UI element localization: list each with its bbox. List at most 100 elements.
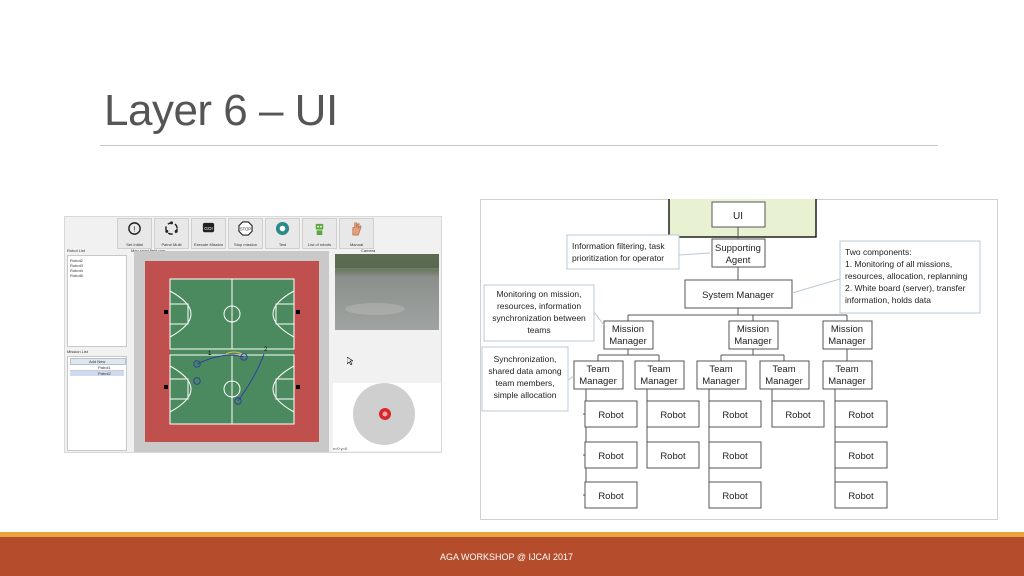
callout-text: prioritization for operator: [572, 253, 664, 263]
team-manager-label: Team: [709, 364, 732, 375]
mission-item: Patrol1: [98, 365, 111, 370]
robot-marker[interactable]: [234, 397, 242, 405]
team-manager-3: Team Manager: [696, 360, 747, 390]
mission-list[interactable]: Add New Patrol1 Patrol2: [67, 356, 127, 451]
add-new-label: Add New: [89, 359, 106, 364]
callout-text: Information filtering, task: [572, 241, 665, 251]
callout-text: Monitoring on mission,: [496, 289, 581, 299]
callout-text: Synchronization,: [494, 354, 557, 364]
toolbar-button-stop-mission[interactable]: STOP Stop mission: [228, 218, 263, 249]
court-marker-1: 1: [208, 351, 212, 357]
robot-list-item[interactable]: Robot2: [70, 258, 83, 263]
robot-box: Robot: [584, 400, 638, 428]
ui-screenshot: ! Set Initial Patrol Multi GO! Execute M…: [64, 216, 442, 453]
status-readout: x=0 y=0: [333, 446, 348, 451]
callout-filtering: Information filtering, task prioritizati…: [566, 234, 680, 270]
add-new-button[interactable]: Add New: [70, 358, 126, 365]
toolbar-button-set-initial[interactable]: ! Set Initial: [117, 218, 152, 249]
toolbar-button-manual[interactable]: Manual: [339, 218, 374, 249]
robot-box: Robot: [834, 441, 888, 469]
callout-text: resources, information: [497, 301, 581, 311]
title-divider: [100, 145, 938, 146]
callout-text: shared data among: [488, 366, 562, 376]
toolbar-label: Stop mission: [234, 242, 257, 247]
court-marker-2: 2: [264, 347, 268, 353]
team-manager-label: Manager: [702, 376, 740, 387]
toolbar-label: Patrol Multi: [161, 242, 182, 247]
supporting-agent-box: [711, 238, 766, 268]
mission-manager-label: Manager: [828, 336, 866, 347]
toolbar-label: List of robots: [308, 242, 331, 247]
robot-marker[interactable]: [240, 353, 248, 361]
callout-arrows: [567, 252, 841, 381]
footer-text: AGA WORKSHOP @ IJCAI 2017: [440, 552, 574, 562]
toolbar: ! Set Initial Patrol Multi GO! Execute M…: [117, 218, 374, 249]
goal-marker: [164, 385, 168, 389]
callout-text: information, holds data: [845, 295, 931, 305]
goal-marker: [296, 385, 300, 389]
joystick[interactable]: [351, 381, 417, 447]
robot-box: Robot: [771, 400, 825, 428]
court-lines: [169, 278, 295, 425]
mission-manager-label: Mission: [737, 324, 769, 335]
svg-text:!: !: [133, 224, 135, 233]
robot-label: Robot: [848, 491, 874, 502]
robot-label: Robot: [722, 491, 748, 502]
footer-accent-bar: [0, 532, 1024, 537]
robot-box: Robot: [646, 441, 700, 469]
robot-list-item[interactable]: Robot3: [70, 263, 83, 268]
ui-box-label: UI: [733, 211, 743, 222]
team-manager-label: Manager: [640, 376, 678, 387]
team-manager-1: Team Manager: [573, 360, 624, 390]
toolbar-button-execute-mission[interactable]: GO! Execute Mission: [191, 218, 226, 249]
system-manager-box: [684, 279, 793, 309]
robot-box: Robot: [584, 441, 638, 469]
map-label: Map sport field png: [131, 248, 166, 253]
field-map[interactable]: 1 2: [134, 251, 329, 452]
mission-item: Patrol2: [98, 371, 111, 376]
mission-manager-1: Mission Manager: [603, 320, 654, 350]
mission-manager-label: Manager: [609, 336, 647, 347]
robot-label: Robot: [785, 410, 811, 421]
team-manager-label: Manager: [579, 376, 617, 387]
robot-box: Robot: [708, 441, 762, 469]
team-manager-label: Team: [772, 364, 795, 375]
toolbar-button-test[interactable]: Test: [265, 218, 300, 249]
robot-list[interactable]: Robot2 Robot3 Robot4 Robot5: [67, 255, 127, 347]
mission-manager-2: Mission Manager: [728, 320, 779, 350]
robot-label: Robot: [598, 491, 624, 502]
toolbar-button-patrol-multi[interactable]: Patrol Multi: [154, 218, 189, 249]
robot-marker[interactable]: [193, 360, 201, 368]
cursor-icon: [347, 357, 353, 365]
architecture-diagram: UI Supporting Agen: [480, 199, 998, 520]
team-manager-label: Team: [835, 364, 858, 375]
supporting-agent-label: Supporting: [715, 243, 761, 254]
table-row[interactable]: Patrol1: [70, 365, 124, 371]
callout-text: 1. Monitoring of all missions,: [845, 259, 952, 269]
ui-box: [711, 201, 766, 228]
callout-text: 2. White board (server), transfer: [845, 283, 966, 293]
robot-label: Robot: [848, 410, 874, 421]
table-row[interactable]: Patrol2: [70, 371, 124, 376]
go-icon: GO!: [202, 222, 215, 233]
robot-box: Robot: [708, 481, 762, 509]
callout-text: teams: [527, 325, 550, 335]
toolbar-button-list-of-robots[interactable]: List of robots: [302, 218, 337, 249]
mission-manager-label: Manager: [734, 336, 772, 347]
team-manager-4: Team Manager: [759, 360, 810, 390]
system-manager-label: System Manager: [702, 290, 774, 301]
robot-marker[interactable]: [193, 377, 201, 385]
team-manager-5: Team Manager: [822, 360, 873, 390]
callout-two-components: Two components: 1. Monitoring of all mis…: [839, 240, 981, 314]
toolbar-label: Set Initial: [126, 242, 143, 247]
robot-box: Robot: [646, 400, 700, 428]
camera-label: Camera: [361, 248, 376, 253]
callout-monitoring: Monitoring on mission, resources, inform…: [483, 284, 595, 342]
robot-list-item[interactable]: Robot5: [70, 273, 83, 278]
robot-label: Robot: [848, 451, 874, 462]
robot-box: Robot: [834, 481, 888, 509]
team-manager-label: Manager: [765, 376, 803, 387]
hand-icon: [352, 222, 362, 236]
camera-feed: [335, 254, 439, 330]
robot-list-item[interactable]: Robot4: [70, 268, 83, 273]
